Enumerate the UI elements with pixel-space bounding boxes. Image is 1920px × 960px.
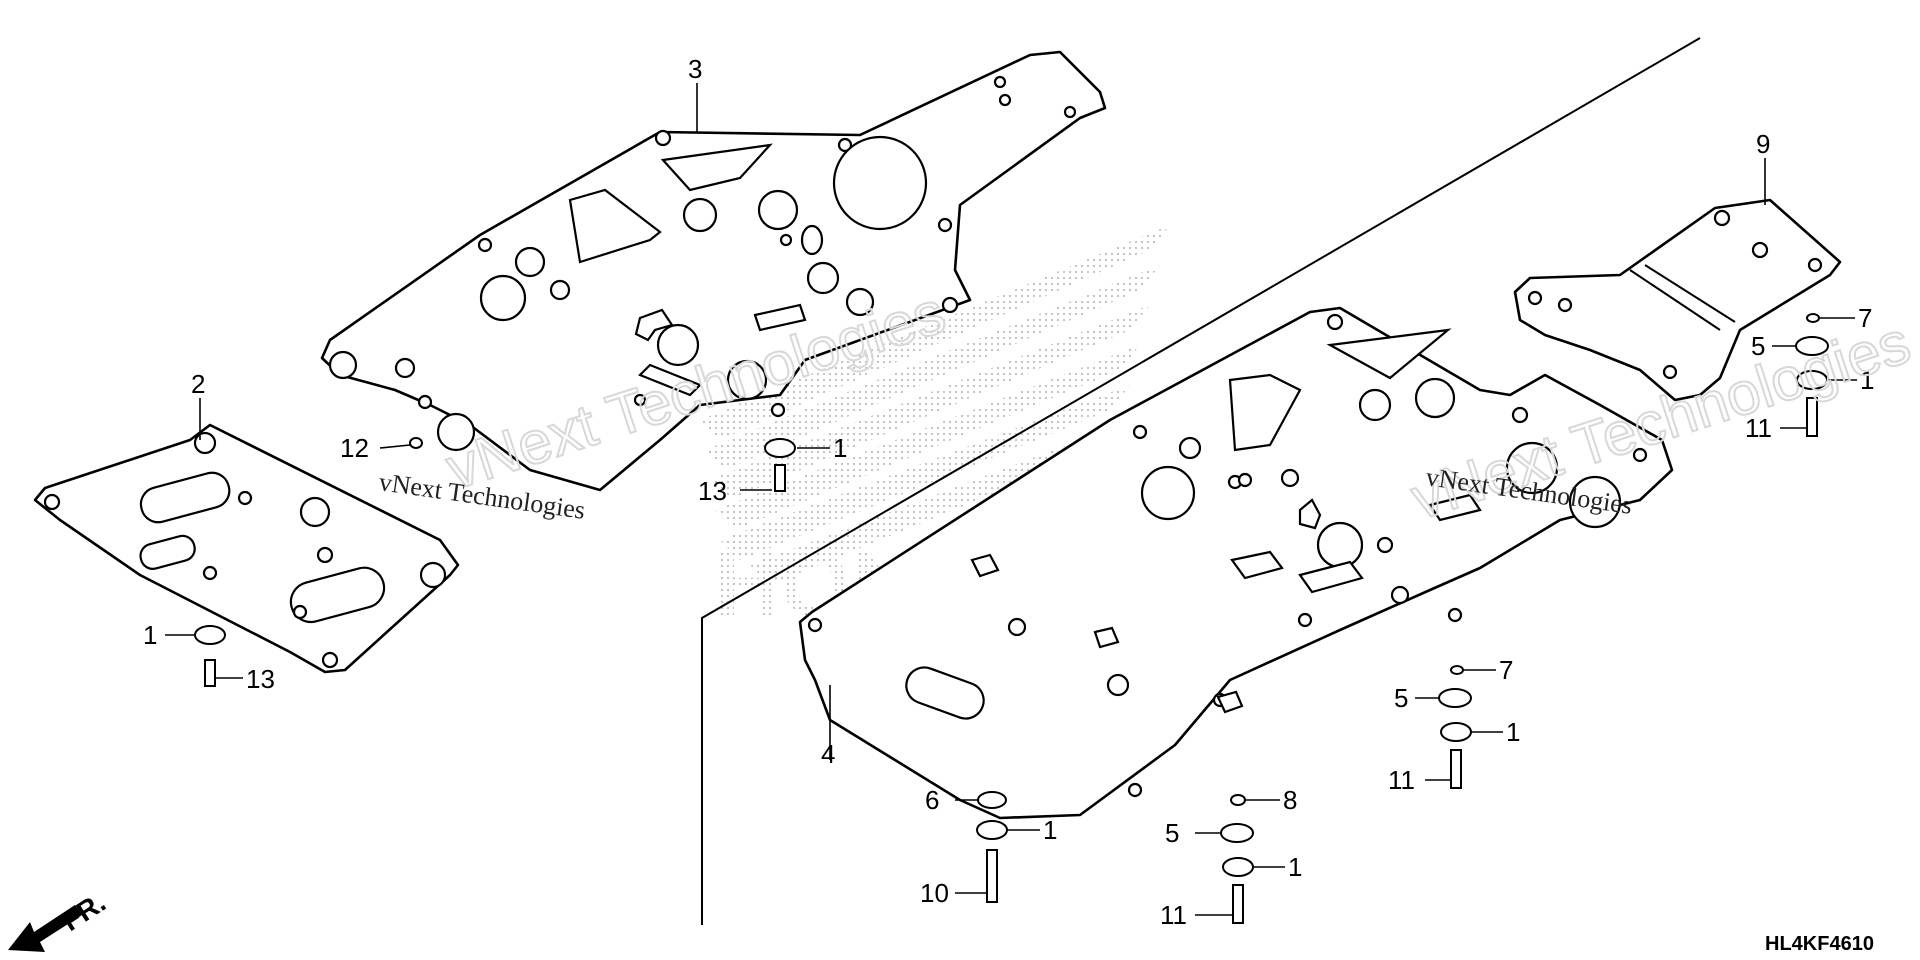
front-label: FR. [56, 886, 111, 937]
callout-13-left: 13 [246, 664, 275, 694]
callout-10: 10 [920, 878, 949, 908]
callout-2: 2 [191, 369, 205, 399]
callout-6: 6 [925, 785, 939, 815]
callout-8: 8 [1283, 785, 1297, 815]
callout-1-left: 1 [143, 620, 157, 650]
callout-11-mid: 11 [1388, 765, 1415, 795]
callout-1-center: 1 [833, 433, 847, 463]
callout-labels: 3 2 9 12 1 13 1 13 7 5 1 11 4 7 5 1 11 6… [143, 54, 1874, 930]
callout-1-mid: 1 [1506, 717, 1520, 747]
plate-part-4 [798, 306, 1674, 820]
fasteners [194, 313, 1829, 924]
plate-part-2 [33, 423, 460, 674]
front-direction-indicator: FR. [8, 886, 111, 952]
callout-7-upper: 7 [1858, 303, 1872, 333]
callout-1-lower-left: 1 [1043, 815, 1057, 845]
callout-7-mid: 7 [1499, 655, 1513, 685]
callout-5-lower: 5 [1165, 818, 1179, 848]
callout-13-center: 13 [698, 476, 727, 506]
callout-5-mid: 5 [1394, 683, 1408, 713]
plate-part-3 [320, 50, 1107, 492]
plate-part-9 [1513, 198, 1842, 402]
callout-9: 9 [1756, 129, 1770, 159]
callout-3: 3 [688, 54, 702, 84]
callout-12: 12 [340, 433, 369, 463]
callout-1-upper: 1 [1860, 365, 1874, 395]
frame-outline [701, 37, 1701, 925]
diagram-code: HL4KF4610 [1765, 933, 1874, 955]
callout-5-upper: 5 [1751, 331, 1765, 361]
callout-11-upper: 11 [1745, 413, 1772, 443]
callout-11-lower: 11 [1160, 900, 1187, 930]
callout-1-lower: 1 [1288, 852, 1302, 882]
leader-lines [165, 83, 1857, 916]
front-arrow-icon [8, 905, 82, 952]
callout-4: 4 [821, 739, 835, 769]
